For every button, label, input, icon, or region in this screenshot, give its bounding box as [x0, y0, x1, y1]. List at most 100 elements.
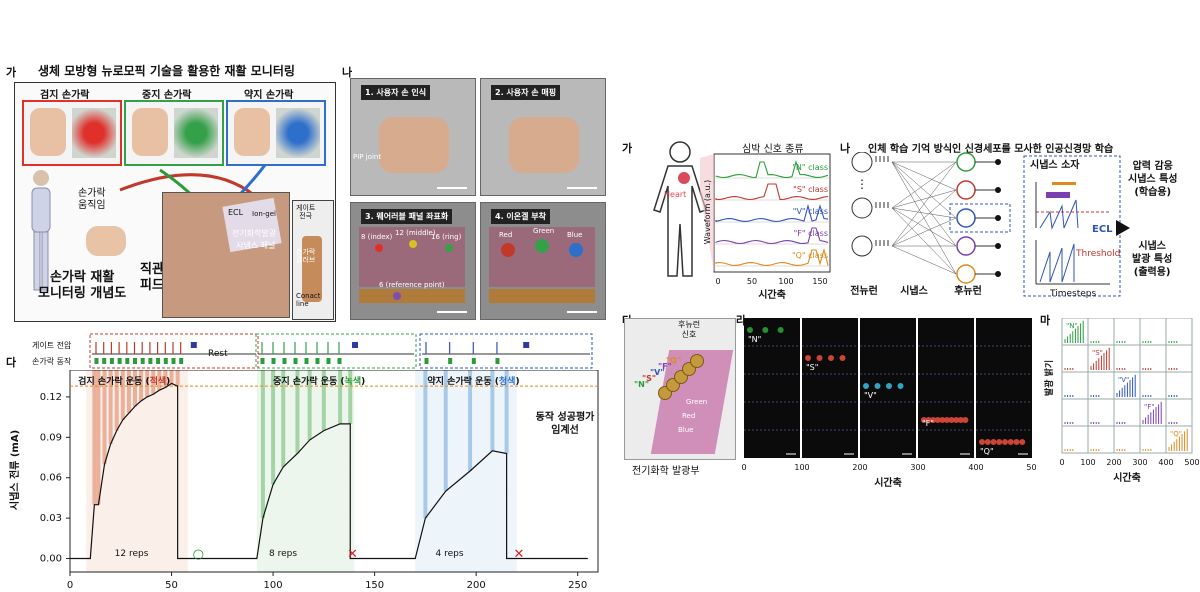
class-label: "V" — [864, 391, 877, 400]
synapse-link — [891, 161, 957, 191]
x-tick-label: 150 — [812, 277, 827, 286]
post-neuron — [956, 152, 976, 172]
pulse-group-frame — [255, 333, 417, 369]
pulse-group-frame — [89, 333, 259, 369]
motion-mark — [171, 358, 176, 364]
motion-bar — [490, 370, 495, 451]
hand-photo — [132, 108, 168, 156]
grid-cell — [1139, 371, 1167, 400]
step-photo-2: 2. 사용자 손 매핑 — [480, 78, 606, 196]
motion-bar — [96, 370, 101, 505]
x-tick-label: 300 — [1132, 458, 1147, 467]
motion-bar — [126, 370, 131, 414]
axon-terminal — [995, 215, 1001, 221]
scale-bar — [437, 311, 467, 313]
waveform-series — [715, 203, 829, 223]
y-tick-label: 0.06 — [40, 473, 62, 484]
device-label: 시냅스 소자 — [1030, 158, 1080, 171]
right-panel-label-ra: 라 — [736, 314, 747, 327]
coord-label: 12 (middle) — [395, 229, 436, 237]
synaptic-current-chart: 0.000.030.060.090.12050100150200250시간 (초… — [8, 370, 599, 591]
emission-part-label: 전기화학 발광부 — [632, 466, 700, 477]
heart-label: Heart — [664, 190, 687, 199]
post-neuron — [956, 264, 976, 284]
emission-spot — [962, 417, 969, 423]
panel-label-na: 나 — [342, 66, 353, 79]
motion-bar — [114, 370, 119, 431]
class-label: "F" — [1144, 403, 1154, 411]
motion-mark — [163, 358, 168, 364]
threshold-label: 임계선 — [551, 423, 579, 436]
emission-spot — [934, 417, 941, 423]
pre-neuron — [851, 235, 873, 257]
motion-mark — [326, 358, 331, 364]
emission-spot — [805, 355, 811, 361]
emission-mark: "Q" — [666, 356, 682, 365]
waveform-series — [715, 183, 829, 201]
post-neuron — [956, 208, 976, 228]
motion-bar — [139, 370, 144, 401]
scale-bar — [567, 311, 597, 313]
x-tick-label: 200 — [852, 463, 867, 472]
emission-spot — [863, 383, 869, 389]
finger-image-1 — [22, 100, 122, 166]
x-tick-label: 50 — [165, 580, 178, 591]
emission-spot — [762, 327, 769, 333]
grid-cell — [1139, 344, 1167, 373]
motion-mark — [304, 358, 309, 364]
motion-bar — [260, 370, 265, 519]
class-label: "F" — [922, 419, 934, 428]
device-label-iongel: Ion-gel — [252, 210, 277, 218]
grid-cell — [1165, 398, 1193, 427]
coord-label: 16 (ring) — [431, 233, 462, 241]
emission-mark: "S" — [642, 374, 657, 383]
waveform-chart: "N" class"S" class"V" class"F" class"Q" … — [700, 153, 831, 301]
synapse-link — [891, 217, 957, 247]
synapse-link — [891, 207, 957, 219]
result-mark: ○ — [193, 547, 204, 562]
emission-spot — [1019, 439, 1026, 445]
x-tick-label: 200 — [1106, 458, 1121, 467]
pre-neuron — [851, 197, 873, 219]
x-tick-label: 0 — [67, 580, 73, 591]
emission-spot — [174, 108, 218, 158]
synapse-link — [891, 207, 957, 247]
x-tick-label: 100 — [264, 580, 283, 591]
hand-photo — [30, 108, 66, 156]
rest-label: Rest — [208, 349, 228, 359]
ecl-label: ECL — [1092, 224, 1113, 235]
finger-label: 중지 손가락 — [142, 90, 192, 101]
y-tick-label: 0.09 — [40, 432, 62, 443]
motion-bar — [321, 370, 326, 431]
right-panel-label-ma: 마 — [1040, 314, 1051, 327]
waveform-title: 심박 신호 종류 — [742, 144, 804, 155]
hand-photo — [379, 117, 449, 173]
patient-figure — [26, 168, 56, 298]
segment-band — [86, 370, 188, 572]
y-tick-label: 0.03 — [40, 513, 62, 524]
emission-color-label: Red — [682, 412, 696, 420]
pulse-strip — [89, 333, 593, 369]
motion-bar — [271, 370, 276, 485]
segment-label: 검지 손가락 운동 (적색) — [78, 375, 170, 387]
y-axis-label: Waveform (a.u.) — [703, 180, 712, 244]
emission-spot — [979, 439, 985, 445]
threshold-label: 동작 성공평가 — [536, 410, 595, 423]
grid-cell — [1061, 398, 1089, 427]
emission-color-label: Green — [686, 398, 708, 406]
x-axis-label: 시간축 — [874, 476, 902, 489]
device-label-ecl-kr: 전기화학발광 — [232, 229, 277, 238]
x-tick-label: 400 — [1158, 458, 1173, 467]
scale-bar — [437, 187, 467, 189]
right-panel-label-na: 나 — [840, 142, 851, 155]
y-axis-label: 발광 밝기 — [1043, 360, 1055, 396]
read-pulse — [352, 342, 358, 348]
motion-mark — [148, 358, 153, 364]
motion-mark — [424, 358, 429, 364]
y-tick-label: 0.12 — [40, 392, 62, 403]
waveform-frame — [713, 153, 831, 273]
